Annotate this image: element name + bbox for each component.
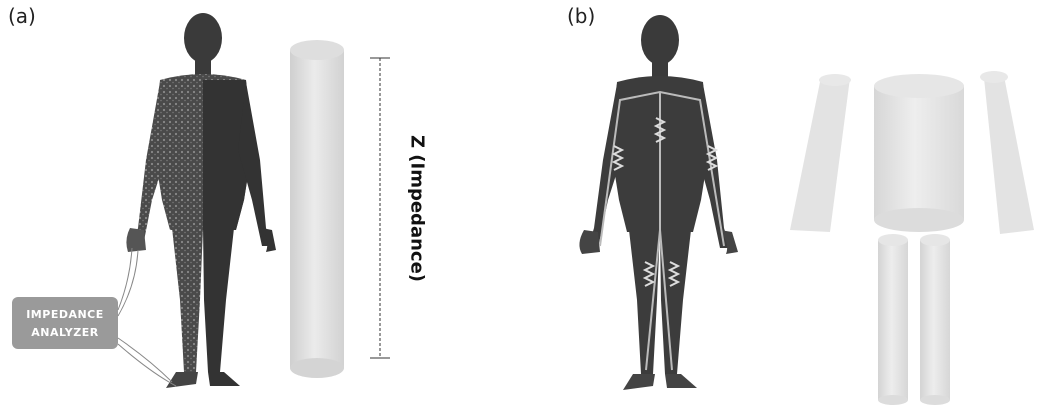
cylinder-trunk bbox=[874, 86, 964, 220]
impedance-label: Z (Impedance) bbox=[407, 114, 428, 304]
lead-wires bbox=[118, 248, 176, 386]
segment-cylinders-b bbox=[790, 71, 1034, 405]
cylinder-left-leg bbox=[878, 240, 908, 400]
human-body-b bbox=[579, 15, 738, 390]
impedance-analyzer-box: IMPEDANCE ANALYZER bbox=[12, 297, 118, 349]
analyzer-line2: ANALYZER bbox=[31, 326, 98, 339]
analyzer-line1: IMPEDANCE bbox=[26, 308, 104, 321]
impedance-dimension-line bbox=[370, 58, 390, 358]
body-cylinder-a bbox=[290, 40, 344, 378]
human-body-a bbox=[126, 13, 276, 388]
cylinder-left-arm bbox=[790, 78, 850, 232]
cylinder-right-arm bbox=[984, 76, 1034, 234]
cylinder-right-leg bbox=[920, 240, 950, 400]
